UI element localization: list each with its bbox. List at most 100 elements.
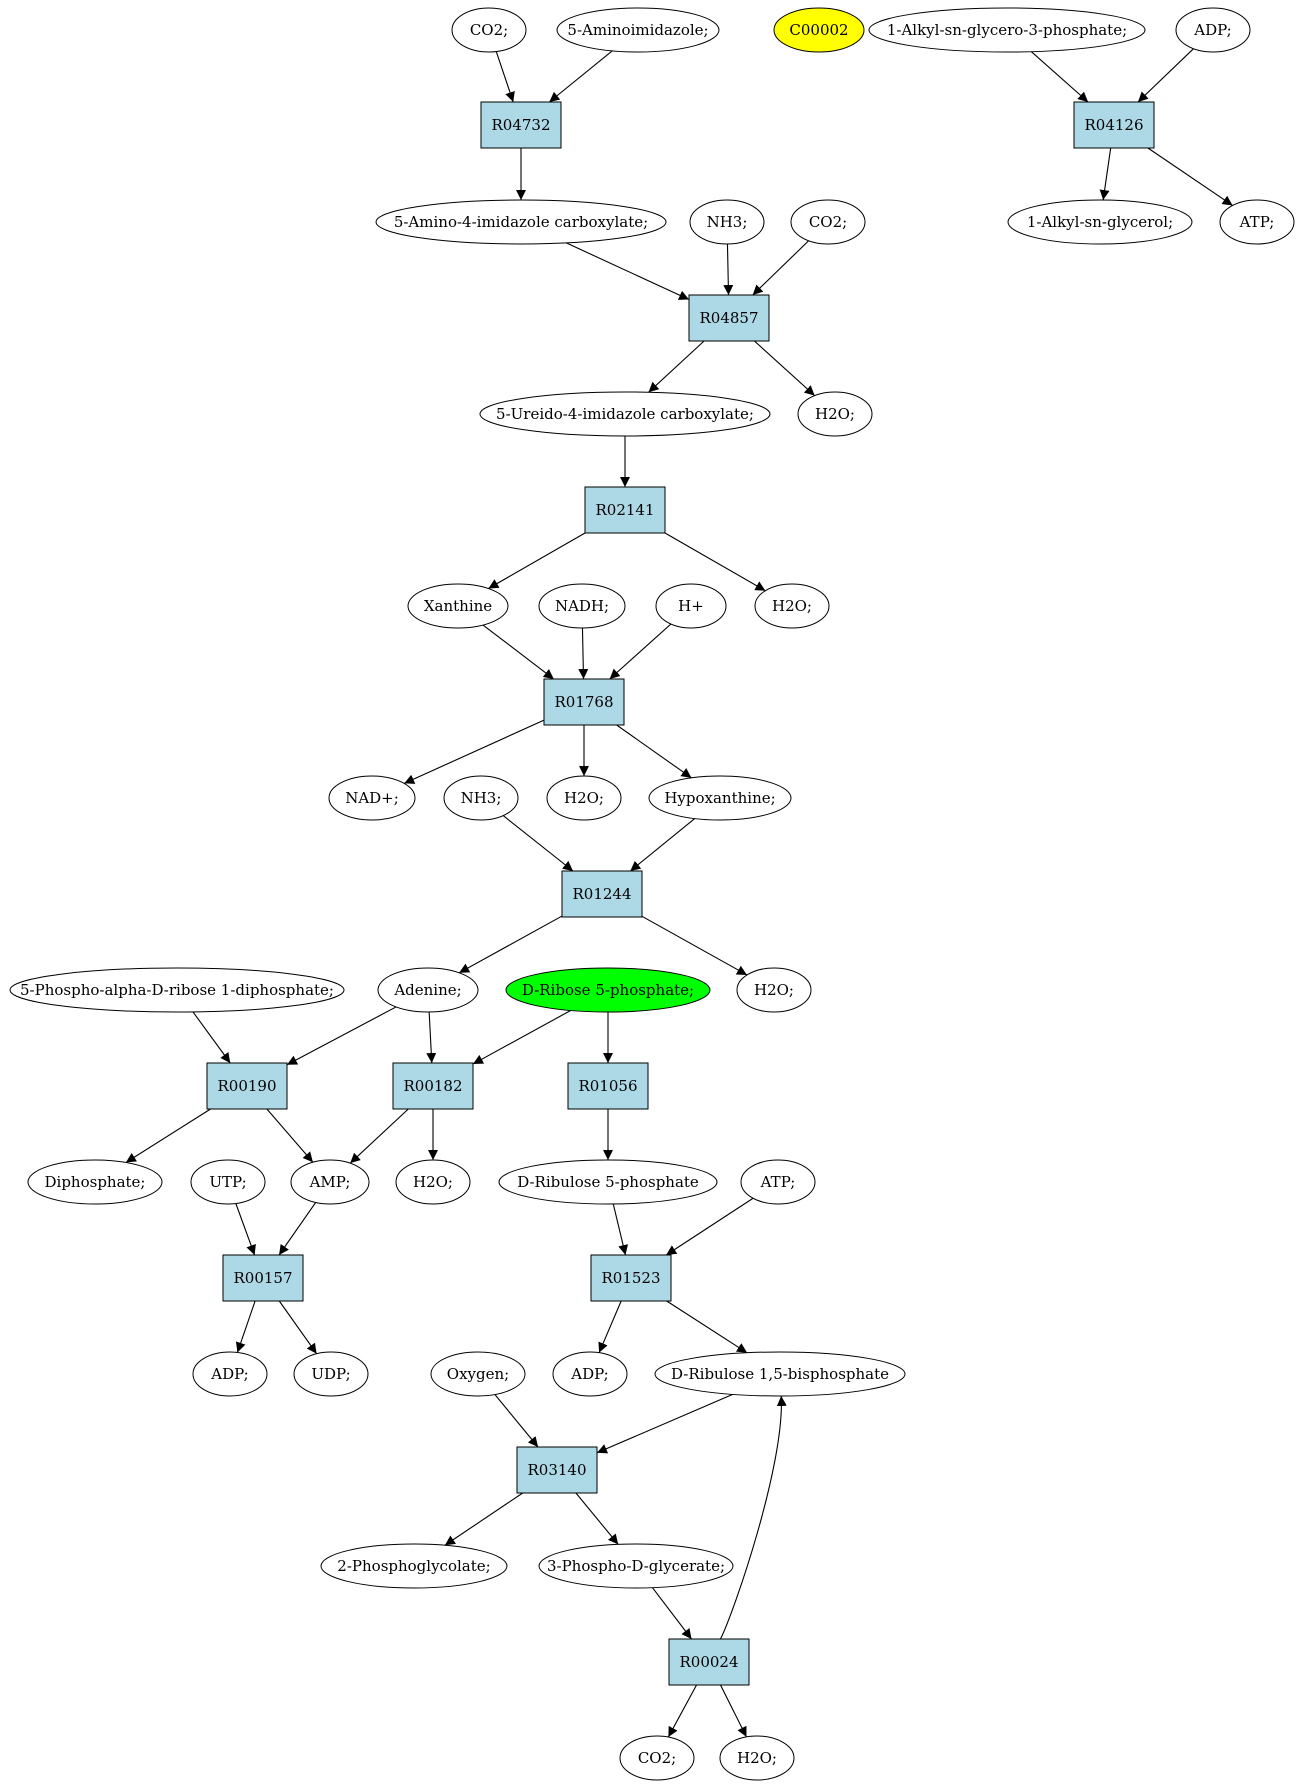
compound-node-h2o-b[interactable]: H2O;	[754, 583, 830, 629]
compound-node-h2o-e[interactable]: H2O;	[395, 1159, 471, 1205]
compound-label: 5-Aminoimidazole;	[567, 21, 708, 39]
compound-ellipse	[797, 391, 873, 437]
edge-utp-to-r00157	[235, 1203, 256, 1256]
compound-label: 2-Phosphoglycolate;	[337, 1557, 490, 1575]
reaction-node-r02141[interactable]: R02141	[584, 486, 666, 534]
edge-r00024-to-h2o-f	[720, 1684, 747, 1738]
compound-node-nadh[interactable]: NADH;	[538, 583, 626, 629]
compound-node-h2o-a[interactable]: H2O;	[797, 391, 873, 437]
compound-node-prpp[interactable]: 5-Phospho-alpha-D-ribose 1-diphosphate;	[9, 967, 345, 1013]
edge-alkyl-g3p-to-r04126	[1031, 51, 1089, 103]
edge-hplus-to-r01768	[609, 623, 672, 680]
compound-node-aminoimidazole[interactable]: 5-Aminoimidazole;	[556, 7, 720, 53]
compound-label: 1-Alkyl-sn-glycero-3-phosphate;	[887, 21, 1127, 39]
compound-node-h2o-f[interactable]: H2O;	[719, 1735, 795, 1781]
compound-label: H2O;	[772, 597, 812, 615]
edge-r04126-to-atp-a	[1147, 147, 1233, 206]
compound-node-rubp[interactable]: D-Ribulose 1,5-bisphosphate	[654, 1351, 906, 1397]
compound-node-adenine[interactable]: Adenine;	[377, 967, 479, 1013]
compound-node-h2o-d[interactable]: H2O;	[736, 967, 812, 1013]
compound-node-alkyl-glycerol[interactable]: 1-Alkyl-sn-glycerol;	[1007, 199, 1193, 245]
compound-node-utp[interactable]: UTP;	[190, 1159, 266, 1205]
compound-node-udp[interactable]: UDP;	[293, 1351, 369, 1397]
edge-r01244-to-adenine	[458, 915, 563, 974]
reaction-node-r04857[interactable]: R04857	[688, 294, 770, 342]
compound-node-hypoxanthine[interactable]: Hypoxanthine;	[648, 775, 792, 821]
reaction-label: R02141	[595, 501, 654, 519]
reaction-node-r01523[interactable]: R01523	[590, 1254, 672, 1302]
compound-node-amp[interactable]: AMP;	[290, 1159, 370, 1205]
compound-label: H+	[678, 597, 704, 615]
compound-node-atp-b[interactable]: ATP;	[740, 1159, 816, 1205]
compound-ellipse	[754, 583, 830, 629]
reaction-node-r03140[interactable]: R03140	[516, 1446, 598, 1494]
compound-node-diphosphate[interactable]: Diphosphate;	[27, 1159, 163, 1205]
compound-ellipse	[395, 1159, 471, 1205]
edge-amp-to-r00157	[278, 1202, 317, 1256]
reaction-node-r04732[interactable]: R04732	[480, 101, 562, 149]
edge-nh3-b-to-r01244	[502, 815, 574, 872]
reaction-box	[668, 1638, 750, 1686]
compound-node-co2-b[interactable]: CO2;	[790, 199, 866, 245]
compound-ellipse	[407, 583, 509, 629]
reaction-box	[561, 870, 643, 918]
edge-r00024-to-co2-c	[667, 1684, 698, 1738]
reaction-box	[1073, 101, 1155, 149]
edge-r00024-to-rubp	[720, 1395, 787, 1640]
reaction-node-r04126[interactable]: R04126	[1073, 101, 1155, 149]
compound-node-c00002[interactable]: C00002	[773, 7, 865, 53]
compound-node-r5p[interactable]: D-Ribose 5-phosphate;	[505, 967, 711, 1013]
reaction-node-r01768[interactable]: R01768	[543, 678, 625, 726]
compound-node-pga[interactable]: 3-Phospho-D-glycerate;	[538, 1543, 734, 1589]
compound-node-amino-carbox[interactable]: 5-Amino-4-imidazole carboxylate;	[375, 199, 667, 245]
edges-layer	[125, 48, 1233, 1738]
compound-node-h2o-c[interactable]: H2O;	[546, 775, 622, 821]
compound-ellipse	[328, 775, 416, 821]
edge-r01523-to-adp-c	[598, 1300, 622, 1353]
edge-nh3-a-to-r04857	[723, 243, 734, 296]
compound-label: 1-Alkyl-sn-glycerol;	[1027, 213, 1173, 231]
edge-r04126-to-alkyl-glycerol	[1099, 147, 1112, 201]
compound-node-phosphoglycolate[interactable]: 2-Phosphoglycolate;	[320, 1543, 508, 1589]
compound-node-ru5p[interactable]: D-Ribulose 5-phosphate	[498, 1159, 718, 1205]
reaction-node-r01056[interactable]: R01056	[567, 1062, 649, 1110]
compound-label: D-Ribose 5-phosphate;	[522, 981, 694, 999]
edge-atp-b-to-r01523	[665, 1197, 754, 1256]
compound-ellipse	[505, 967, 711, 1013]
compound-node-adp-b[interactable]: ADP;	[192, 1351, 268, 1397]
edge-nadh-to-r01768	[578, 627, 589, 680]
compound-node-co2-a[interactable]: CO2;	[451, 7, 527, 53]
reaction-node-r00157[interactable]: R00157	[222, 1254, 304, 1302]
reaction-box	[222, 1254, 304, 1302]
reaction-node-r00182[interactable]: R00182	[392, 1062, 474, 1110]
compound-node-adp-a[interactable]: ADP;	[1175, 7, 1251, 53]
reaction-label: R01768	[554, 693, 613, 711]
compound-node-hplus[interactable]: H+	[655, 583, 727, 629]
compound-ellipse	[443, 775, 519, 821]
edge-pga-to-r00024	[652, 1587, 692, 1640]
compound-ellipse	[293, 1351, 369, 1397]
compound-label: C00002	[789, 21, 848, 39]
reaction-label: R04732	[491, 116, 550, 134]
reaction-node-r00024[interactable]: R00024	[668, 1638, 750, 1686]
compound-node-atp-a[interactable]: ATP;	[1219, 199, 1295, 245]
compound-node-nadplus[interactable]: NAD+;	[328, 775, 416, 821]
reaction-node-r01244[interactable]: R01244	[561, 870, 643, 918]
compound-node-nh3-a[interactable]: NH3;	[689, 199, 765, 245]
reaction-label: R01244	[572, 885, 631, 903]
compound-ellipse	[1007, 199, 1193, 245]
compound-node-adp-c[interactable]: ADP;	[552, 1351, 628, 1397]
compound-node-nh3-b[interactable]: NH3;	[443, 775, 519, 821]
edge-adp-a-to-r04126	[1137, 48, 1194, 103]
compound-ellipse	[375, 199, 667, 245]
compound-node-ureido-carbox[interactable]: 5-Ureido-4-imidazole carboxylate;	[479, 391, 771, 437]
compound-label: H2O;	[564, 789, 604, 807]
compound-ellipse	[868, 7, 1146, 53]
compound-label: 5-Amino-4-imidazole carboxylate;	[394, 213, 648, 231]
compound-node-alkyl-g3p[interactable]: 1-Alkyl-sn-glycero-3-phosphate;	[868, 7, 1146, 53]
compound-node-oxygen[interactable]: Oxygen;	[430, 1351, 526, 1397]
compound-node-co2-c[interactable]: CO2;	[619, 1735, 695, 1781]
compound-node-xanthine[interactable]: Xanthine	[407, 583, 509, 629]
compound-label: Oxygen;	[447, 1365, 509, 1383]
reaction-node-r00190[interactable]: R00190	[206, 1062, 288, 1110]
